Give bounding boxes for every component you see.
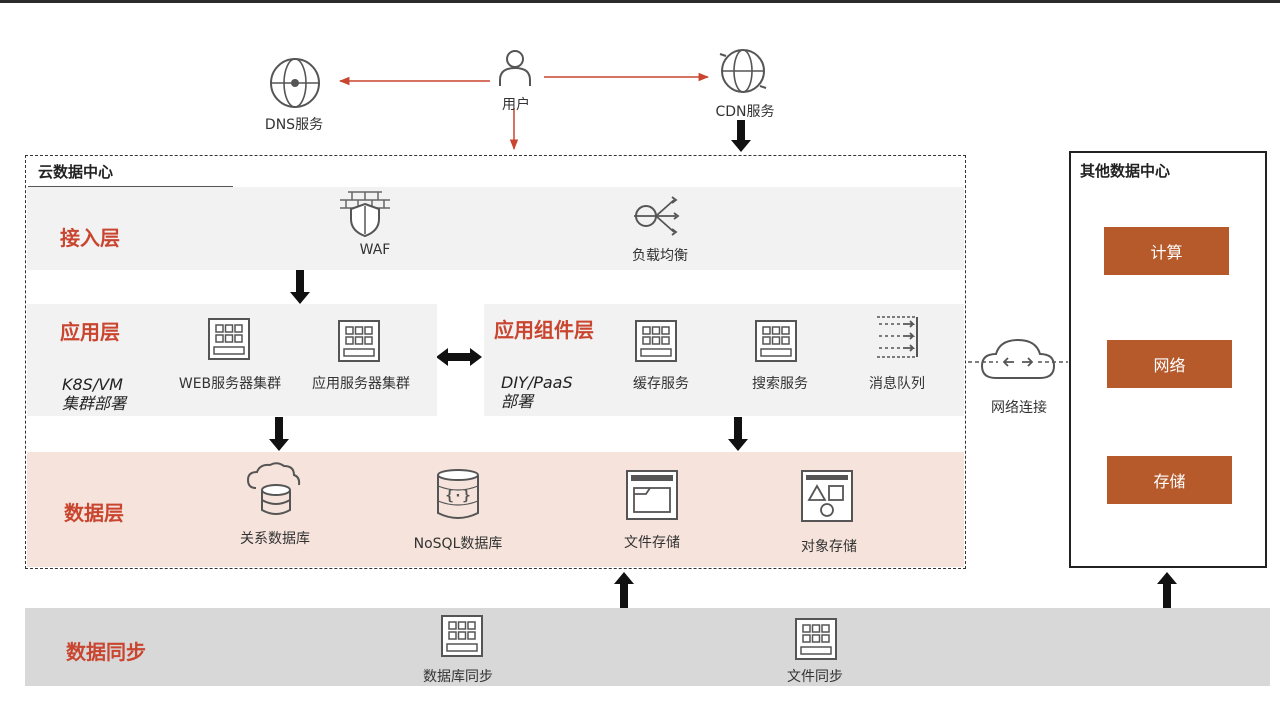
rdb-label: 关系数据库 xyxy=(240,531,310,547)
web-server-icon xyxy=(208,318,250,360)
data-sync-band xyxy=(25,608,1270,686)
network-cloud-icon xyxy=(968,338,1068,379)
cloud-datacenter-title: 云数据中心 xyxy=(38,163,114,181)
network-label: 网络连接 xyxy=(991,400,1047,416)
search-label: 搜索服务 xyxy=(752,376,808,392)
arrow-app-component-bidirectional xyxy=(436,348,482,366)
component-deploy-line2: 部署 xyxy=(501,392,534,411)
app-deploy-line1: K8S/VM xyxy=(62,375,123,394)
cloud-title-underline xyxy=(28,186,233,187)
file-storage-label: 文件存储 xyxy=(624,535,680,551)
component-deploy-line1: DIY/PaaS xyxy=(501,373,573,392)
app-server-icon xyxy=(338,320,380,362)
object-storage-icon xyxy=(801,470,853,522)
app-layer-title: 应用层 xyxy=(60,320,120,344)
arrow-sync-to-cloud xyxy=(614,572,634,608)
cloud-datacenter-box xyxy=(25,155,966,569)
file-sync-server-icon xyxy=(795,618,837,660)
top-border xyxy=(0,0,1280,3)
arrow-cdn-to-cloud xyxy=(731,120,751,152)
other-dc-network-box: 网络 xyxy=(1107,340,1232,388)
dns-label: DNS服务 xyxy=(264,117,324,133)
access-layer-band xyxy=(27,187,964,270)
other-dc-compute-box: 计算 xyxy=(1104,227,1229,275)
search-server-icon xyxy=(755,320,797,362)
lb-label: 负载均衡 xyxy=(632,248,688,264)
other-datacenter-box xyxy=(1069,151,1267,568)
file-sync-label: 文件同步 xyxy=(787,669,843,685)
arrow-access-to-app xyxy=(290,270,310,304)
db-sync-server-icon xyxy=(441,615,483,657)
waf-label: WAF xyxy=(359,242,391,258)
cache-label: 缓存服务 xyxy=(633,376,689,392)
waf-firewall-icon xyxy=(340,191,390,238)
nosql-label: NoSQL数据库 xyxy=(413,536,503,552)
access-layer-title: 接入层 xyxy=(60,226,120,250)
cache-server-icon xyxy=(635,320,677,362)
arrow-app-to-data xyxy=(269,417,289,451)
web-cluster-label: WEB服务器集群 xyxy=(178,376,282,392)
object-storage-label: 对象存储 xyxy=(801,539,857,555)
component-layer-title: 应用组件层 xyxy=(494,318,594,342)
cdn-globe-icon xyxy=(719,49,767,93)
globe-icon xyxy=(270,58,320,108)
other-dc-storage-box: 存储 xyxy=(1107,456,1232,504)
cloud-database-icon xyxy=(246,462,301,515)
app-cluster-label: 应用服务器集群 xyxy=(312,376,410,392)
arrow-component-to-data xyxy=(728,417,748,451)
db-sync-label: 数据库同步 xyxy=(423,669,493,685)
message-queue-icon xyxy=(877,316,918,358)
app-deploy-line2: 集群部署 xyxy=(62,394,127,413)
user-icon xyxy=(499,50,531,86)
load-balancer-icon xyxy=(634,196,680,236)
arrow-sync-to-other xyxy=(1157,572,1177,608)
data-sync-title: 数据同步 xyxy=(66,640,146,664)
mq-label: 消息队列 xyxy=(869,376,925,392)
svg-text:{·}: {·} xyxy=(445,488,470,504)
file-storage-icon xyxy=(626,470,678,520)
user-label: 用户 xyxy=(502,97,530,113)
other-datacenter-title: 其他数据中心 xyxy=(1080,162,1171,180)
data-layer-title: 数据层 xyxy=(64,501,124,525)
component-layer-band xyxy=(484,304,964,416)
cdn-label: CDN服务 xyxy=(715,104,775,120)
nosql-database-icon: {·} xyxy=(437,469,479,519)
